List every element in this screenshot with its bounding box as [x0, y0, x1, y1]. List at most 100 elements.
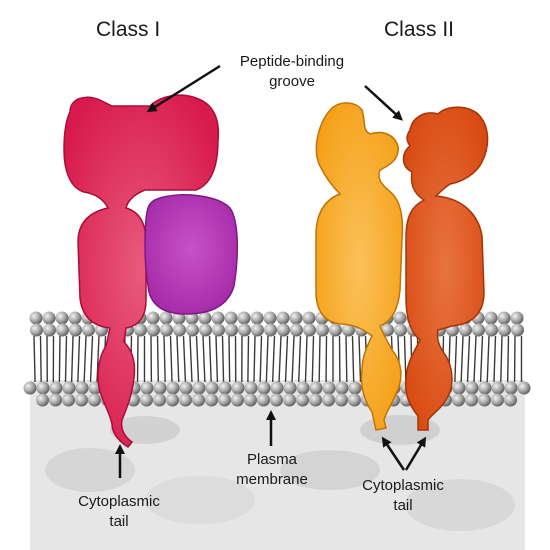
lipid-tail	[163, 335, 166, 383]
lipid-head	[257, 393, 270, 407]
lipid-head	[504, 381, 518, 395]
lipid-tail	[298, 335, 302, 383]
lipid-head	[290, 323, 303, 337]
lipid-tail	[202, 335, 206, 383]
class-two-label: Class II	[384, 18, 455, 41]
lipid-head	[43, 323, 56, 337]
lipid-head	[491, 381, 505, 395]
lipid-head	[179, 393, 192, 407]
lipid-head	[153, 393, 166, 407]
lipid-head	[244, 381, 258, 395]
lipid-tail	[358, 335, 362, 383]
lipid-head	[205, 393, 218, 407]
tail-label-left-line1: Cytoplasmic	[78, 493, 160, 510]
lipid-head	[283, 393, 296, 407]
lipid-tail	[479, 335, 484, 383]
lipid-tail	[195, 335, 200, 383]
lipid-head	[173, 323, 186, 337]
lipid-tail	[454, 335, 458, 383]
groove-arrow-left	[146, 64, 221, 113]
lipid-tail	[271, 335, 276, 383]
lipid-head	[23, 381, 37, 395]
lipid-head	[140, 393, 153, 407]
lipid-head	[82, 323, 95, 337]
lipid-head	[49, 393, 62, 407]
lipid-tail	[486, 335, 490, 383]
lipid-head	[140, 381, 154, 395]
lipid-head	[134, 323, 147, 337]
lipid-head	[342, 323, 355, 337]
lipid-head	[316, 323, 329, 337]
lipid-head	[478, 381, 492, 395]
lipid-head	[146, 311, 160, 325]
class-two-molecule	[315, 102, 489, 431]
lipid-tail	[189, 335, 193, 383]
lipid-head	[224, 311, 238, 325]
lipid-head	[309, 393, 322, 407]
lipid-head	[329, 323, 342, 337]
class-two-alpha-chain	[315, 102, 404, 431]
lipid-head	[465, 393, 478, 407]
lipid-head	[55, 311, 69, 325]
groove-label-line1: Peptide-binding	[239, 53, 345, 70]
lipid-head	[381, 323, 394, 337]
lipid-head	[199, 323, 212, 337]
lipid-head	[289, 311, 303, 325]
lipid-head	[218, 393, 231, 407]
lipid-head	[459, 323, 472, 337]
lipid-head	[166, 393, 179, 407]
lipid-tail	[304, 335, 308, 383]
lipid-tail	[58, 335, 61, 383]
lipid-head	[491, 393, 504, 407]
tail-label-left-line2: tail	[109, 513, 129, 530]
lipid-tail	[77, 335, 81, 383]
lipid-head	[452, 393, 465, 407]
lipid-head	[69, 323, 82, 337]
lipid-head	[303, 323, 316, 337]
class-one-molecule	[63, 94, 238, 448]
lipid-tail	[493, 335, 497, 383]
lipid-head	[257, 381, 271, 395]
membrane-label: Plasma membrane	[230, 450, 314, 490]
groove-arrow-right	[364, 85, 403, 121]
tail-label-right: Cytoplasmic tail	[350, 476, 456, 516]
lipid-tail	[259, 335, 263, 383]
lipid-head	[244, 393, 257, 407]
lipid-tail	[33, 335, 36, 383]
class-one-alpha-chain	[63, 94, 220, 448]
class-one-beta2m-domain	[144, 194, 238, 315]
tail-label-right-line2: tail	[393, 497, 413, 514]
lipid-head	[270, 381, 284, 395]
lipid-tail	[176, 335, 180, 383]
lipid-head	[484, 311, 498, 325]
annotation-arrows	[115, 64, 427, 478]
lipid-head	[276, 311, 290, 325]
lipid-head	[322, 393, 335, 407]
lipid-head	[231, 381, 245, 395]
lipid-head	[192, 393, 205, 407]
class-two-beta-chain	[402, 106, 489, 431]
lipid-tail	[318, 335, 321, 383]
lipid-tail	[215, 335, 219, 383]
lipid-tail	[156, 335, 160, 383]
lipid-head	[296, 393, 309, 407]
lipid-head	[36, 381, 50, 395]
lipid-head	[335, 393, 348, 407]
lipid-head	[465, 381, 479, 395]
lipid-head	[192, 381, 206, 395]
lipid-tail	[228, 335, 231, 383]
lipid-tail	[182, 335, 187, 383]
lipid-head	[153, 381, 167, 395]
lipid-tail	[473, 335, 477, 383]
lipid-head	[251, 323, 264, 337]
lipid-head	[166, 381, 180, 395]
lipid-tail	[466, 335, 471, 383]
lipid-head	[296, 381, 310, 395]
lipid-head	[237, 311, 251, 325]
tail-label-left: Cytoplasmic tail	[66, 492, 172, 532]
lipid-tail	[39, 335, 42, 383]
lipid-head	[517, 381, 531, 395]
lipid-head	[185, 311, 199, 325]
